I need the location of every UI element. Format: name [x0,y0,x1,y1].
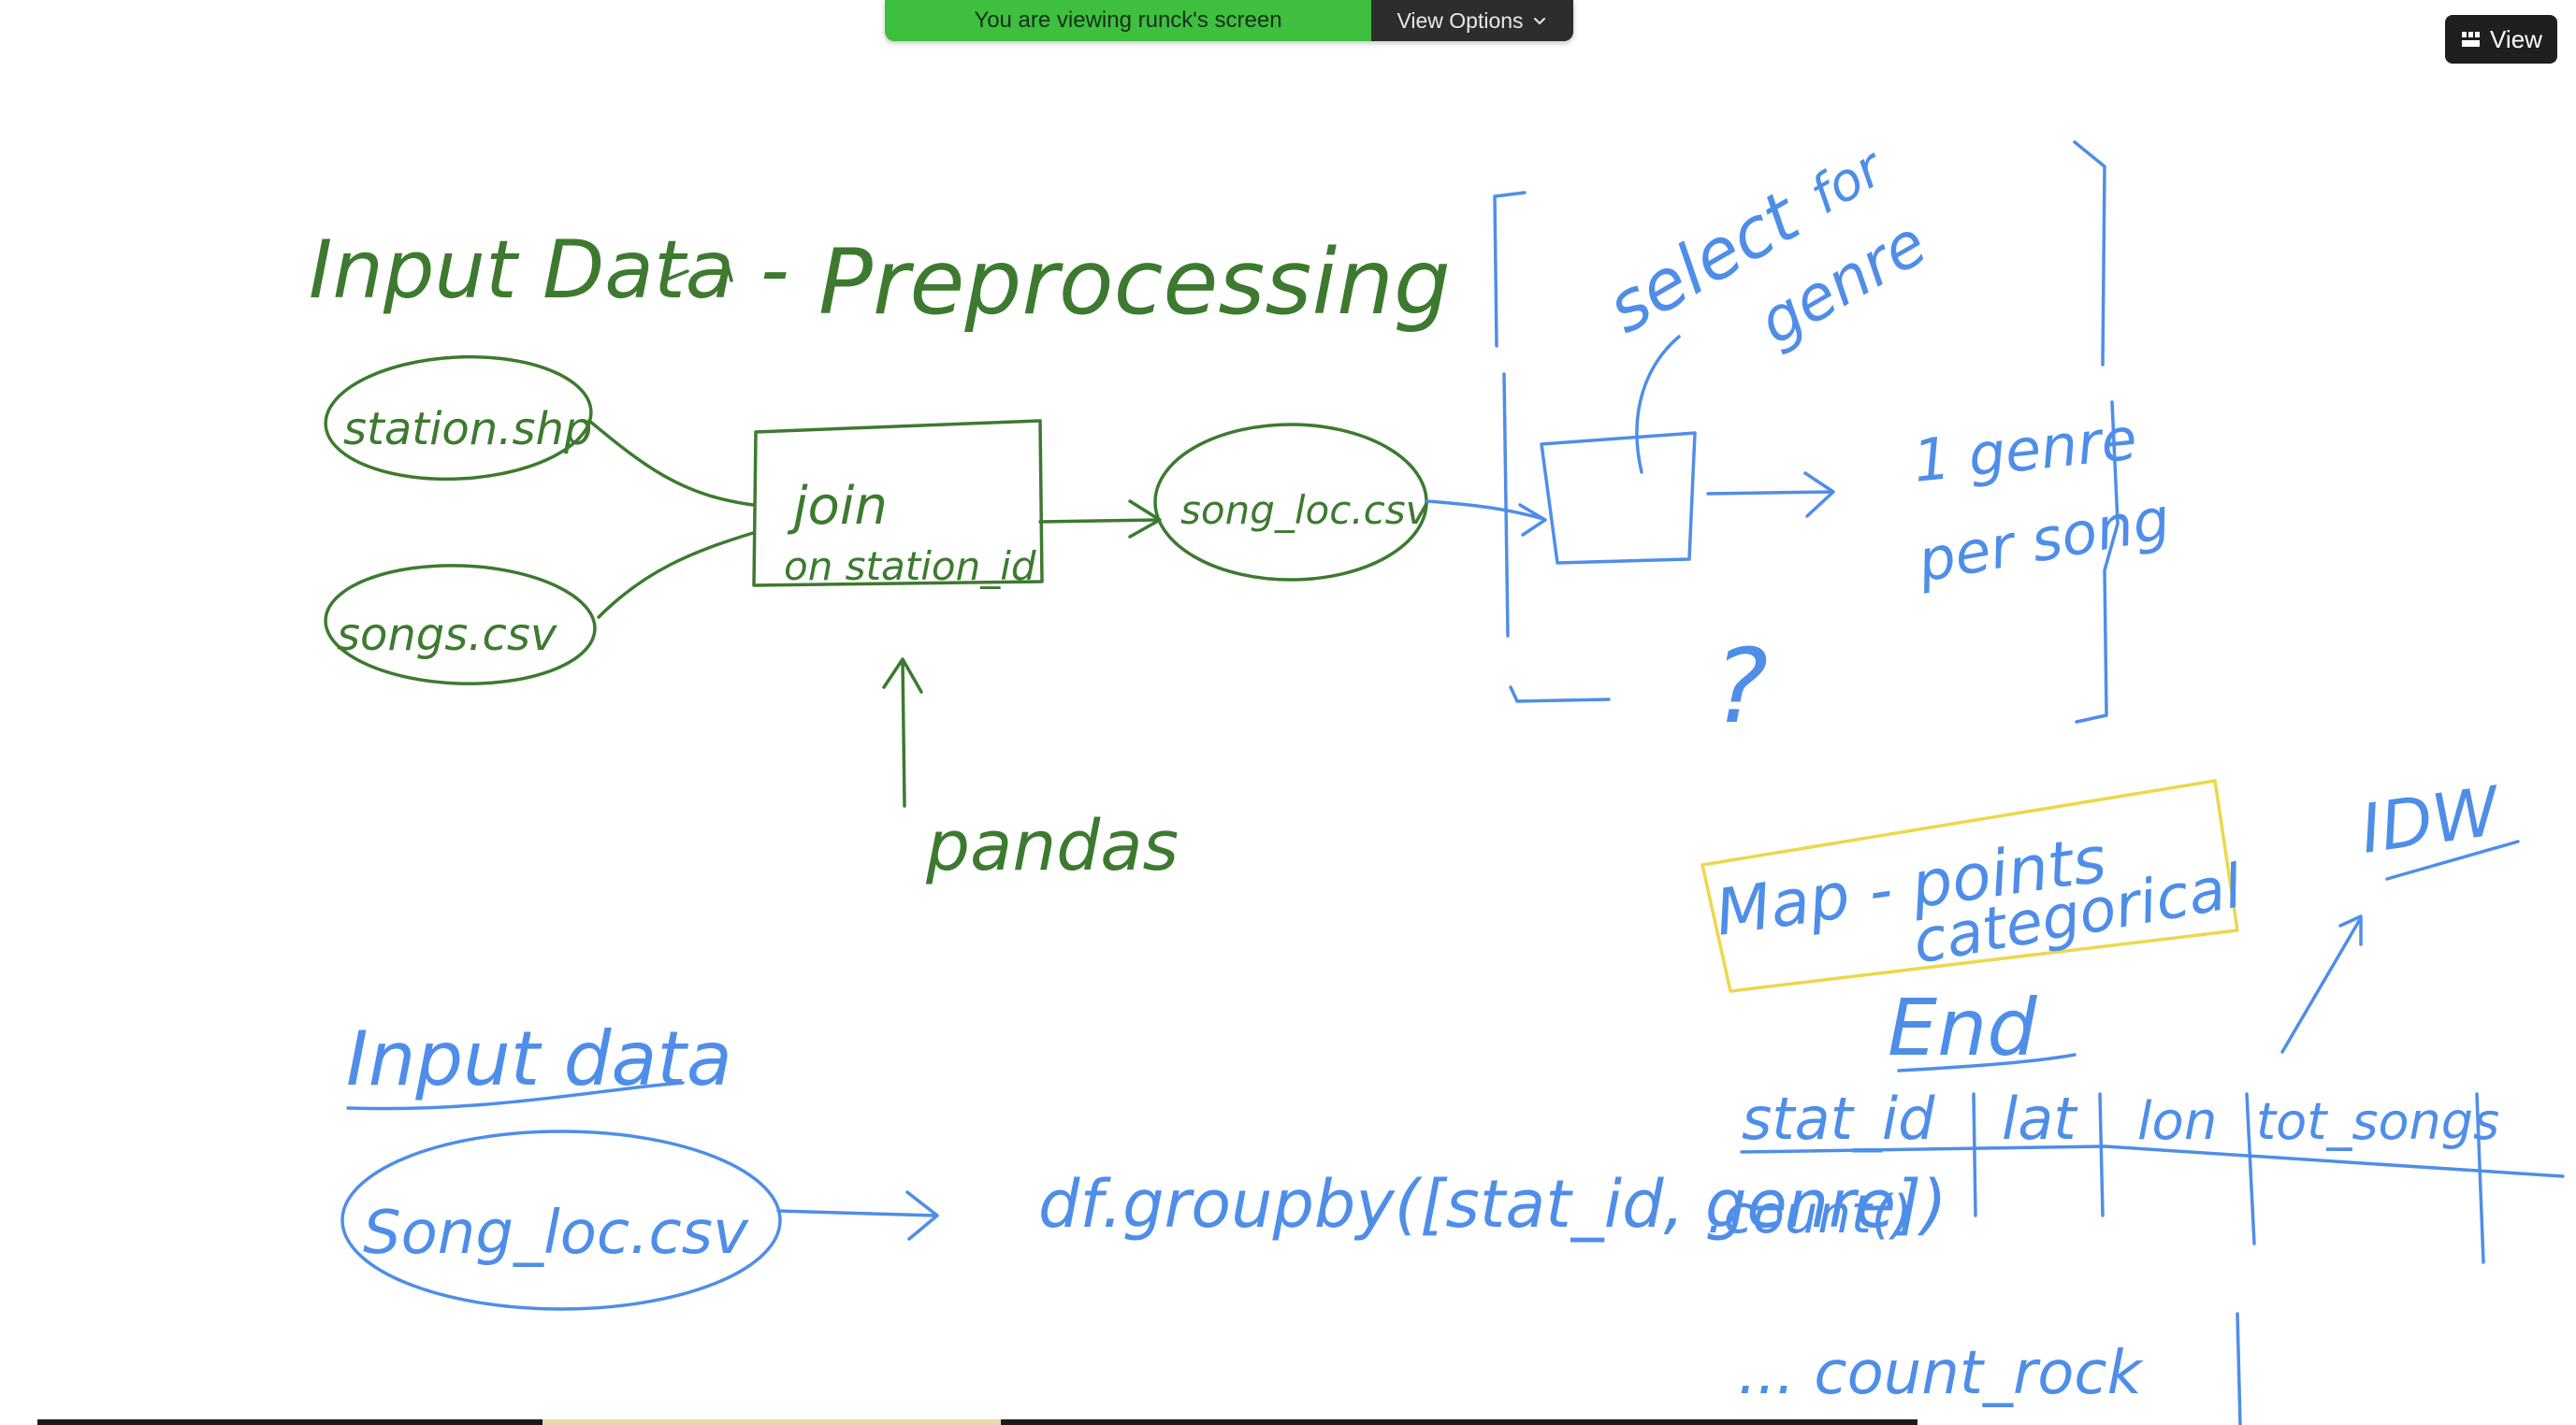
chevron-down-icon [1533,18,1545,25]
count-code: .count() [1707,1185,1913,1245]
bottom-input-oval: Song_loc.csv [340,1130,782,1311]
col-lat: lat [2002,1085,2078,1153]
pandas-label: pandas [925,806,1179,886]
view-options-label: View Options [1397,7,1524,33]
arrow-output-to-select [1425,499,1547,537]
arrow-to-idw [2280,914,2363,1054]
strip-segment-3 [1001,1419,1918,1425]
groupby-code: df.groupby([stat_id, genre]) [1038,1166,1946,1243]
arrow-select-to-result [1706,471,1835,518]
arrow-join-to-output [1038,499,1162,539]
map-callout: Map - points categorical End [1700,779,2248,1073]
result-table: stat_id lat lon tot_songs ... count_rock [1738,1085,2565,1425]
grid-icon [2462,32,2481,47]
table-column-dividers [1972,1092,2485,1264]
view-button[interactable]: View [2445,15,2557,64]
idw-label: IDW [2356,771,2507,869]
bottom-title-text: Input data [346,1015,732,1102]
input-station-shp: station.shp [324,354,593,482]
bottom-toolbar-edge [0,1419,2576,1425]
result-line-1: 1 genre [1910,404,2140,496]
bottom-title: Input data [346,1015,732,1111]
output-song-loc-csv: song_loc.csv [1153,423,1430,582]
right-bracket [2073,140,2120,724]
col-stat-id: stat_id [1742,1085,1935,1153]
song-loc-label: song_loc.csv [1180,487,1430,533]
input-songs-csv: songs.csv [324,564,597,685]
strip-segment-2 [543,1419,1001,1425]
for-label: for [1801,137,1896,226]
map-box [1700,779,2239,993]
station-shp-label: station.shp [343,403,592,455]
bottom-title-underline [346,1081,685,1111]
select-box [1540,431,1697,565]
idw-underline [2385,840,2520,881]
songs-csv-label: songs.csv [337,609,557,661]
row-count-rock: ... count_rock [1738,1339,2145,1408]
top-title: Input Data - Preprocessing [309,223,1451,335]
table-header-line [1740,1144,2565,1178]
screen-share-banner: You are viewing runck's screen View Opti… [885,0,1573,41]
row-divider [2236,1312,2242,1425]
line-songs-to-join [597,531,755,619]
col-lon: lon [2137,1091,2217,1152]
view-button-label: View [2490,24,2542,53]
join-on-label: on station_id [784,543,1036,589]
end-underline [1897,1053,2077,1072]
join-box: join on station_id [752,419,1044,589]
sharing-status-text: You are viewing runck's screen [885,0,1371,41]
join-label: join [787,476,888,537]
arrow-to-groupby [776,1190,939,1241]
col-tot-songs: tot_songs [2256,1092,2499,1151]
question-mark: ? [1714,626,1768,746]
title-arrow [662,255,733,282]
select-callout [1635,335,1681,474]
left-bracket [1493,191,1611,703]
end-label: End [1888,982,2037,1073]
title-preprocessing: Preprocessing [818,230,1451,335]
result-line-2: per song [1912,484,2175,596]
select-genre-region: select for genre 1 genre per song ? [1425,137,2175,746]
line-station-to-join [587,419,755,507]
strip-segment-1 [37,1419,543,1425]
view-options-button[interactable]: View Options [1371,0,1573,41]
arrow-pandas [882,657,923,808]
song-loc-csv-bottom: Song_loc.csv [363,1199,749,1268]
title-input-data: Input Data - [309,223,789,317]
